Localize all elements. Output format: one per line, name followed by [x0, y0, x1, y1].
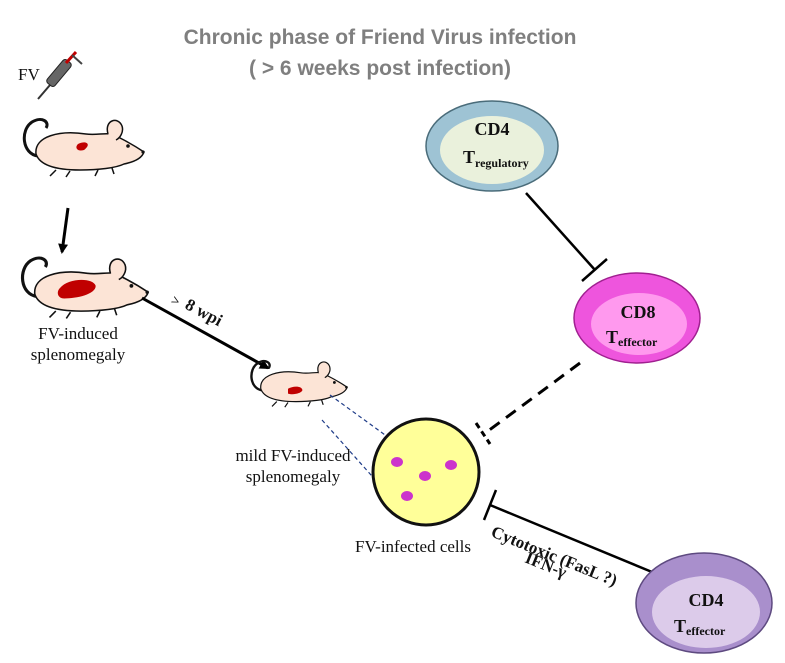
- inhibit-bar-cd8: [474, 422, 492, 445]
- splenomegaly-label: FV-induced splenomegaly: [8, 323, 148, 365]
- infected-cell: [371, 417, 481, 527]
- infected-cells-label: FV-infected cells: [355, 537, 471, 556]
- arrow-down: [58, 207, 70, 254]
- mild-line-1: mild FV-induced: [235, 446, 351, 465]
- cd8-letter: T: [606, 327, 618, 347]
- cd4-treg-cell: CD4 T regulatory: [425, 100, 559, 192]
- cd4eff-letter: T: [674, 616, 686, 636]
- cd4eff-main-label: CD4: [689, 590, 724, 610]
- mouse-icon: [22, 118, 147, 179]
- cd4eff-subscript: effector: [686, 624, 726, 638]
- wpi-prefix: >: [168, 293, 182, 310]
- splenomegaly-line-2: splenomegaly: [30, 345, 126, 364]
- mild-splenomegaly-label: mild FV-induced splenomegaly: [228, 445, 358, 487]
- mouse-icon: [20, 256, 151, 321]
- treg-subscript: regulatory: [475, 156, 529, 170]
- title-line-1: Chronic phase of Friend Virus infection: [183, 26, 577, 49]
- syringe-icon: [37, 50, 83, 100]
- title-line-2: ( > 6 weeks post infection): [249, 57, 511, 80]
- splenomegaly-line-1: FV-induced: [38, 324, 118, 343]
- inhibit-line-treg: [525, 192, 596, 271]
- cd4-effector-cell: CD4 T effector: [635, 552, 773, 654]
- fv-label: FV: [18, 65, 40, 84]
- inhibit-bar-cd4eff: [482, 489, 498, 521]
- cd8-subscript: effector: [618, 335, 658, 349]
- cd8-effector-cell: CD8 T effector: [573, 272, 701, 364]
- treg-main-label: CD4: [475, 119, 510, 139]
- inhibit-line-cd8: [483, 361, 581, 436]
- cd8-main-label: CD8: [621, 302, 656, 322]
- treg-letter: T: [463, 147, 475, 167]
- zoom-line-top: [329, 394, 393, 441]
- arrow-8wpi: [141, 296, 270, 370]
- inhibit-bar-treg: [581, 258, 608, 282]
- mild-line-2: splenomegaly: [245, 467, 341, 486]
- mouse-icon: [250, 360, 349, 409]
- inhibit-line-cd4eff: [489, 503, 653, 574]
